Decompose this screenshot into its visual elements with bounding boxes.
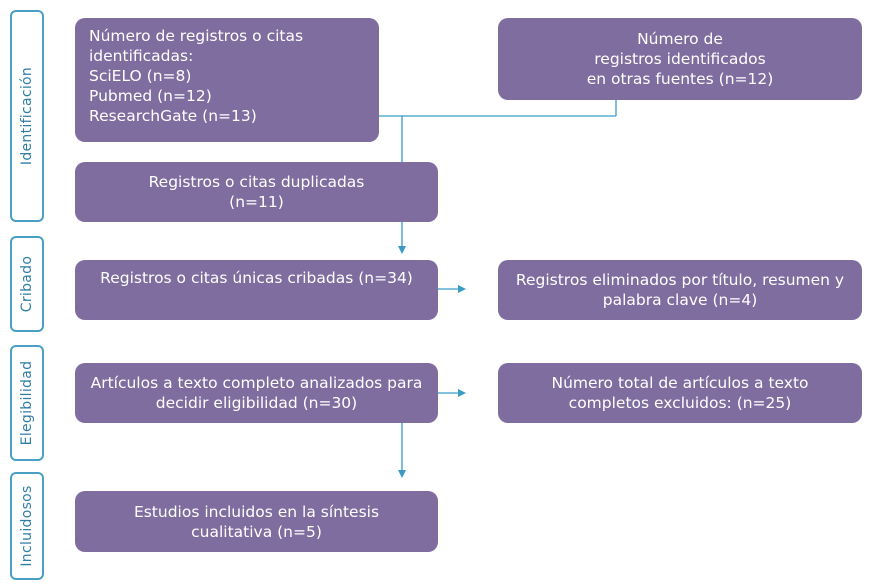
excluded-line-2: completos excluidos: (n=25): [568, 394, 792, 412]
fulltext-line-1: Artículos a texto completo analizados pa…: [90, 374, 423, 392]
excluded-line-1: Número total de artículos a texto: [551, 374, 809, 392]
box-included: Estudios incluidos en la síntesis cualit…: [75, 491, 438, 552]
duplicates-line-1: Registros o citas duplicadas: [148, 173, 365, 191]
identified-db-line-1: Número de registros o citas: [89, 27, 304, 45]
stage-identificacion: Identificación: [10, 10, 44, 222]
removed-line-2: palabra clave (n=4): [602, 291, 758, 309]
included-line-2: cualitativa (n=5): [191, 522, 322, 541]
screened-line-1: Registros o citas únicas cribadas (n=34): [100, 269, 413, 287]
identified-db-line-3: SciELO (n=8): [89, 67, 192, 85]
identified-other-line-3: en otras fuentes (n=12): [586, 70, 774, 88]
box-screened: Registros o citas únicas cribadas (n=34): [75, 260, 438, 320]
duplicates-line-2: (n=11): [229, 193, 284, 211]
included-line-1: Estudios incluidos en la síntesis: [133, 502, 380, 521]
identified-db-line-2: identificadas:: [89, 47, 194, 65]
box-identified-databases: Número de registros o citas identificada…: [75, 18, 379, 142]
identified-other-line-2: registros identificados: [594, 50, 766, 68]
identified-db-line-4: Pubmed (n=12): [89, 87, 212, 105]
identified-db-line-5: ResearchGate (n=13): [89, 107, 257, 125]
box-fulltext-assessed: Artículos a texto completo analizados pa…: [75, 363, 438, 423]
fulltext-line-2: decidir eligibilidad (n=30): [155, 394, 358, 412]
removed-line-1: Registros eliminados por título, resumen…: [515, 271, 845, 289]
box-duplicates: Registros o citas duplicadas (n=11): [75, 162, 438, 222]
box-excluded: Número total de artículos a texto comple…: [498, 363, 862, 423]
stage-incluidos: Incluidosos: [10, 472, 44, 580]
box-removed: Registros eliminados por título, resumen…: [498, 260, 862, 320]
box-identified-other-sources: Número de registros identificados en otr…: [498, 18, 862, 100]
identified-other-line-1: Número de: [637, 30, 723, 48]
stage-cribado: Cribado: [10, 236, 44, 332]
stage-elegibilidad: Elegibilidad: [10, 345, 44, 461]
